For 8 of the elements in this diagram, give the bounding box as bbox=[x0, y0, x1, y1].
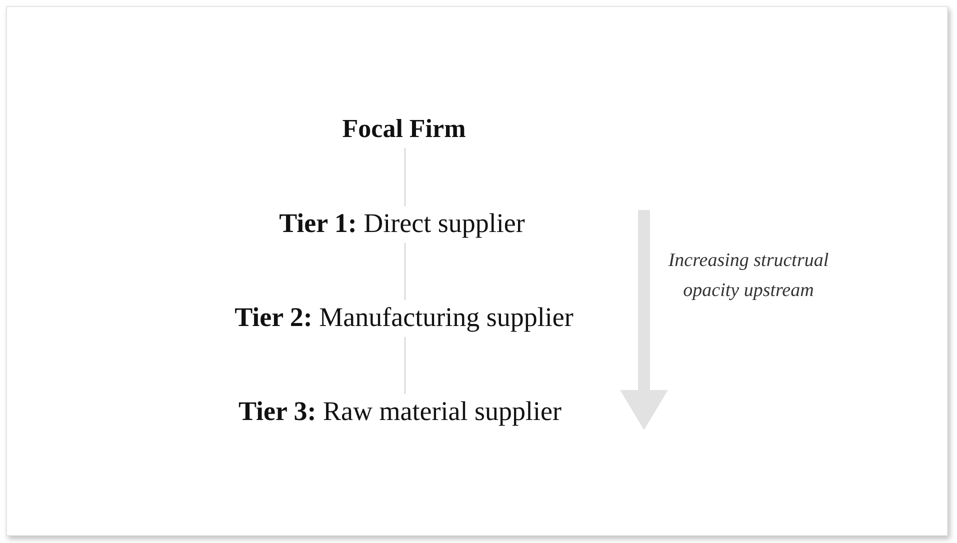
firm-label: Focal Firm bbox=[342, 114, 466, 144]
tier-label: Tier 2: Manufacturing supplier bbox=[234, 302, 574, 334]
annotation-text: Increasing structrual opacity upstream bbox=[667, 249, 830, 303]
tier-label: Tier 3: Raw material supplier bbox=[238, 396, 562, 428]
connector-line bbox=[404, 147, 406, 206]
connector-line bbox=[404, 336, 406, 394]
connector-line bbox=[404, 242, 406, 300]
tier-label: Tier 1: Direct supplier bbox=[279, 208, 525, 240]
